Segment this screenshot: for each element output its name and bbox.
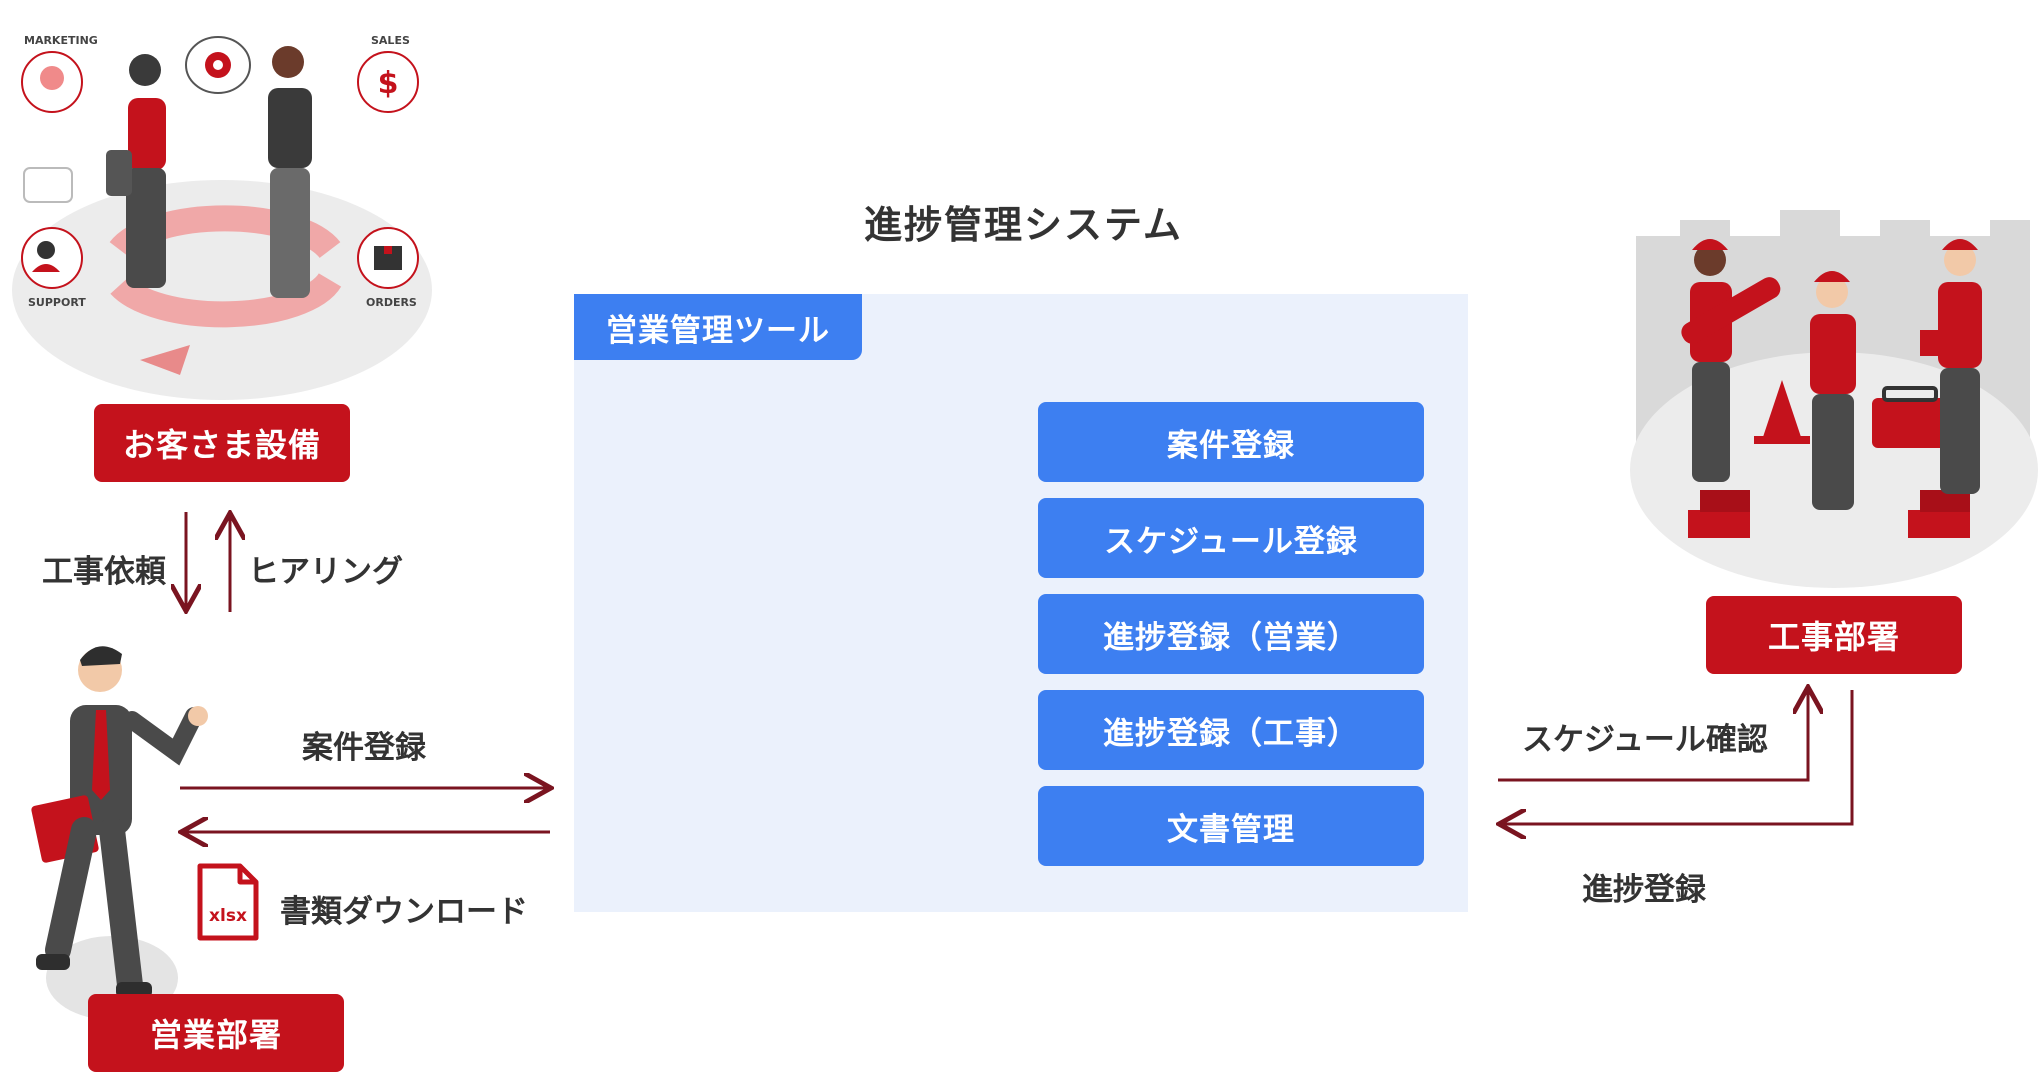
svg-text:$: $ xyxy=(378,66,399,101)
sales-department-box: 営業部署 xyxy=(88,994,344,1072)
salesman-illustration xyxy=(31,646,208,1020)
xlsx-label: xlsx xyxy=(209,906,247,926)
function-button-document-management[interactable]: 文書管理 xyxy=(1038,786,1424,866)
orders-word: ORDERS xyxy=(366,296,417,309)
customer-meeting-illustration: $ xyxy=(12,36,432,400)
xlsx-file-icon: xlsx xyxy=(196,862,260,942)
arrow-progress-register xyxy=(1502,690,1854,824)
schedule-check-label: スケジュール確認 xyxy=(1522,722,1768,758)
support-word: SUPPORT xyxy=(28,296,86,309)
customer-equipment-box: お客さま設備 xyxy=(94,404,350,482)
function-button-progress-construction[interactable]: 進捗登録（工事） xyxy=(1038,690,1424,770)
arrow-schedule-check xyxy=(1498,690,1808,782)
progress-register-label: 進捗登録 xyxy=(1582,872,1706,908)
construction-workers-illustration xyxy=(1630,210,2038,588)
case-register-label: 案件登録 xyxy=(302,730,426,766)
function-button-progress-sales[interactable]: 進捗登録（営業） xyxy=(1038,594,1424,674)
function-button-case-register[interactable]: 案件登録 xyxy=(1038,402,1424,482)
sales-tool-title: 営業管理ツール xyxy=(574,294,862,360)
system-title: 進捗管理システム xyxy=(864,203,1183,247)
hearing-label: ヒアリング xyxy=(248,554,403,590)
function-button-schedule-register[interactable]: スケジュール登録 xyxy=(1038,498,1424,578)
download-label: 書類ダウンロード xyxy=(280,894,528,930)
request-label: 工事依頼 xyxy=(42,554,166,590)
marketing-word: MARKETING xyxy=(24,34,98,47)
construction-department-box: 工事部署 xyxy=(1706,596,1962,674)
sales-word: SALES xyxy=(371,34,410,47)
flow-arrows xyxy=(180,512,1854,832)
